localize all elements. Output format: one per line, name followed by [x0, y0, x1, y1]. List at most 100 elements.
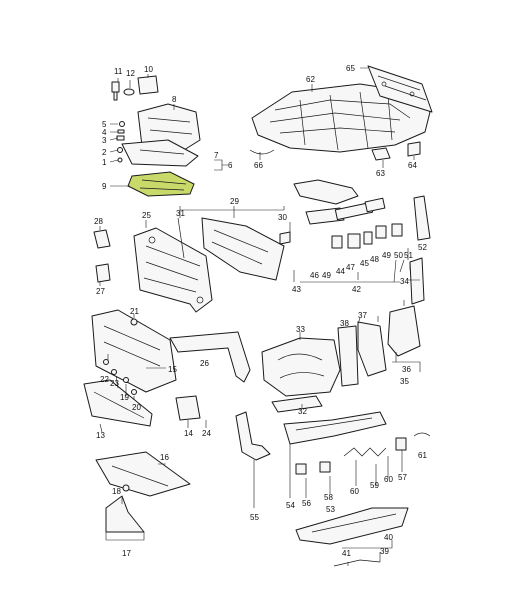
panel-9-highlighted[interactable]: [127, 171, 195, 197]
callout-48: 48: [370, 255, 379, 264]
wheelhouse-33[interactable]: [261, 337, 341, 397]
small-parts-19-23[interactable]: [103, 318, 138, 395]
clip-64[interactable]: [407, 141, 421, 157]
front-frame-25[interactable]: [133, 227, 213, 313]
callout-28: 28: [94, 217, 103, 226]
callout-37: 37: [358, 311, 367, 320]
callout-58: 58: [324, 493, 333, 502]
panel-37[interactable]: [357, 321, 387, 377]
pin-31[interactable]: [177, 217, 185, 259]
callout-59: 59: [370, 481, 379, 490]
callout-66: 66: [254, 161, 263, 170]
callout-34: 34: [400, 277, 409, 286]
callout-19: 19: [120, 393, 129, 402]
crossmember-65[interactable]: [367, 65, 433, 113]
hinge-46[interactable]: [305, 207, 345, 225]
panel-52[interactable]: [413, 195, 431, 241]
cylinder-42-set[interactable]: [334, 197, 386, 221]
callout-1: 1: [102, 158, 107, 167]
callout-27: 27: [96, 287, 105, 296]
panel-38[interactable]: [337, 325, 359, 387]
callout-13: 13: [96, 431, 105, 440]
callout-50: 50: [394, 251, 403, 260]
bracket-29[interactable]: [201, 217, 285, 281]
callout-12: 12: [126, 69, 135, 78]
spring-59[interactable]: [343, 447, 387, 457]
callout-45: 45: [360, 259, 369, 268]
bracket-17[interactable]: [105, 495, 145, 533]
bracket-7[interactable]: [121, 139, 199, 167]
callout-39: 39: [380, 547, 389, 556]
callout-11: 11: [114, 67, 123, 76]
fitting-28[interactable]: [93, 229, 111, 249]
floor-panel-62[interactable]: [251, 83, 431, 153]
callout-60b: 60: [384, 475, 393, 484]
callout-56: 56: [302, 499, 311, 508]
callout-51: 51: [404, 251, 413, 260]
callout-57: 57: [398, 473, 407, 482]
callout-35: 35: [400, 377, 409, 386]
panel-36[interactable]: [387, 305, 421, 357]
seal-66[interactable]: [249, 149, 275, 155]
callout-26: 26: [200, 359, 209, 368]
callout-29: 29: [230, 197, 239, 206]
callout-23: 23: [110, 379, 119, 388]
callout-46: 46: [310, 271, 319, 280]
fitting-27[interactable]: [95, 263, 111, 283]
callout-43: 43: [292, 285, 301, 294]
callout-42: 42: [352, 285, 361, 294]
plate-16[interactable]: [95, 451, 191, 497]
callout-63: 63: [376, 169, 385, 178]
strip-32[interactable]: [271, 395, 323, 413]
clip-30[interactable]: [279, 231, 291, 245]
bolt-18[interactable]: [122, 484, 130, 492]
washer-12[interactable]: [123, 88, 135, 96]
fittings-53-58[interactable]: [295, 437, 407, 475]
side-rail-40[interactable]: [295, 507, 409, 545]
callout-31: 31: [176, 209, 185, 218]
callout-7: 7: [214, 151, 219, 160]
fittings-44-51[interactable]: [331, 223, 403, 249]
callout-32: 32: [298, 407, 307, 416]
plate-10[interactable]: [137, 75, 159, 95]
small-parts-1-5[interactable]: [116, 121, 125, 163]
callout-40: 40: [384, 533, 393, 542]
callout-5: 5: [102, 120, 107, 129]
callout-9: 9: [102, 182, 107, 191]
callout-8: 8: [172, 95, 177, 104]
callout-33: 33: [296, 325, 305, 334]
channel-34[interactable]: [409, 257, 425, 305]
crossbar-26[interactable]: [169, 331, 251, 383]
callout-16: 16: [160, 453, 169, 462]
bolt-11[interactable]: [111, 81, 120, 101]
callout-24: 24: [202, 429, 211, 438]
callout-4: 4: [102, 128, 107, 137]
callout-20: 20: [132, 403, 141, 412]
callout-55: 55: [250, 513, 259, 522]
callout-25: 25: [142, 211, 151, 220]
callout-22: 22: [100, 375, 109, 384]
callout-18: 18: [112, 487, 121, 496]
callout-30: 30: [278, 213, 287, 222]
callout-62: 62: [306, 75, 315, 84]
callout-36: 36: [402, 365, 411, 374]
mount-14[interactable]: [175, 395, 201, 421]
callout-49a: 49: [322, 271, 331, 280]
mount-63[interactable]: [371, 147, 391, 161]
callout-2: 2: [102, 148, 107, 157]
tube-43[interactable]: [293, 179, 359, 205]
callout-21: 21: [130, 307, 139, 316]
rail-55[interactable]: [235, 411, 271, 461]
sill-54[interactable]: [283, 411, 387, 445]
hose-61[interactable]: [413, 432, 431, 437]
callout-15: 15: [168, 365, 177, 374]
callout-38: 38: [340, 319, 349, 328]
cable-41[interactable]: [333, 559, 381, 567]
callout-17: 17: [122, 549, 131, 558]
panel-13[interactable]: [83, 379, 153, 427]
callout-6: 6: [228, 161, 233, 170]
callout-65: 65: [346, 64, 355, 73]
callout-49b: 49: [382, 251, 391, 260]
